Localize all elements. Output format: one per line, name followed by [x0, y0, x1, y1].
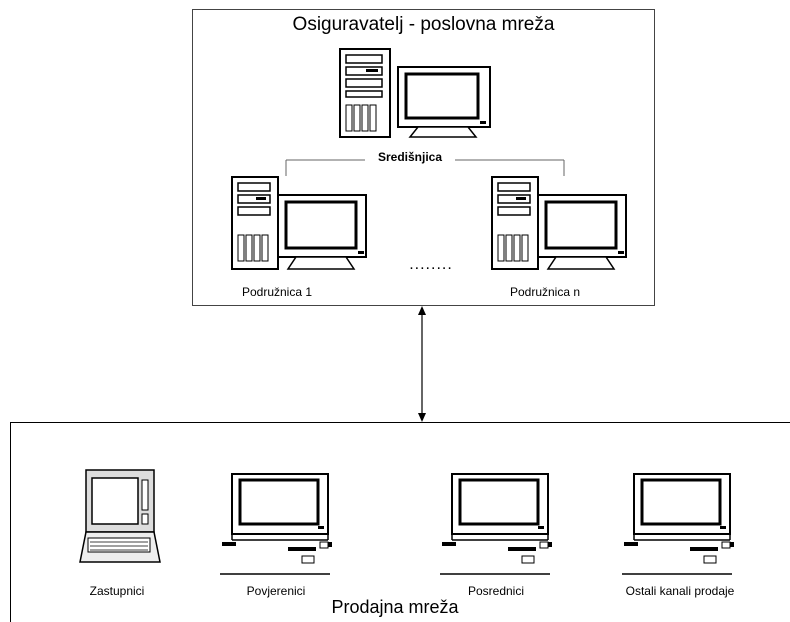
branch-1-workstation-icon: [231, 176, 367, 270]
sales-node-label-agents: Zastupnici: [89, 584, 145, 598]
sales-node-label-trustees: Povjerenici: [246, 584, 306, 598]
bidirectional-arrow-icon: [418, 306, 426, 422]
sales-node-label-brokers: Posrednici: [467, 584, 525, 598]
sales-network-frame: [10, 422, 790, 622]
branch-1-label: Podružnica 1: [241, 285, 313, 299]
business-network-title: Osiguravatelj - poslovna mreža: [292, 14, 555, 35]
branches-ellipsis: ........: [409, 256, 453, 273]
desktop-computer-icon: [220, 473, 332, 575]
sales-node-label-other-channels: Ostali kanali prodaje: [625, 584, 735, 598]
branch-n-label: Podružnica n: [509, 285, 581, 299]
desktop-computer-icon: [440, 473, 552, 575]
branch-n-workstation-icon: [491, 176, 627, 270]
sales-network-title: Prodajna mreža: [331, 597, 459, 617]
desktop-computer-icon: [622, 473, 734, 575]
central-office-label: Središnjica: [365, 150, 455, 164]
central-workstation-icon: [339, 48, 491, 138]
laptop-icon: [79, 469, 161, 563]
